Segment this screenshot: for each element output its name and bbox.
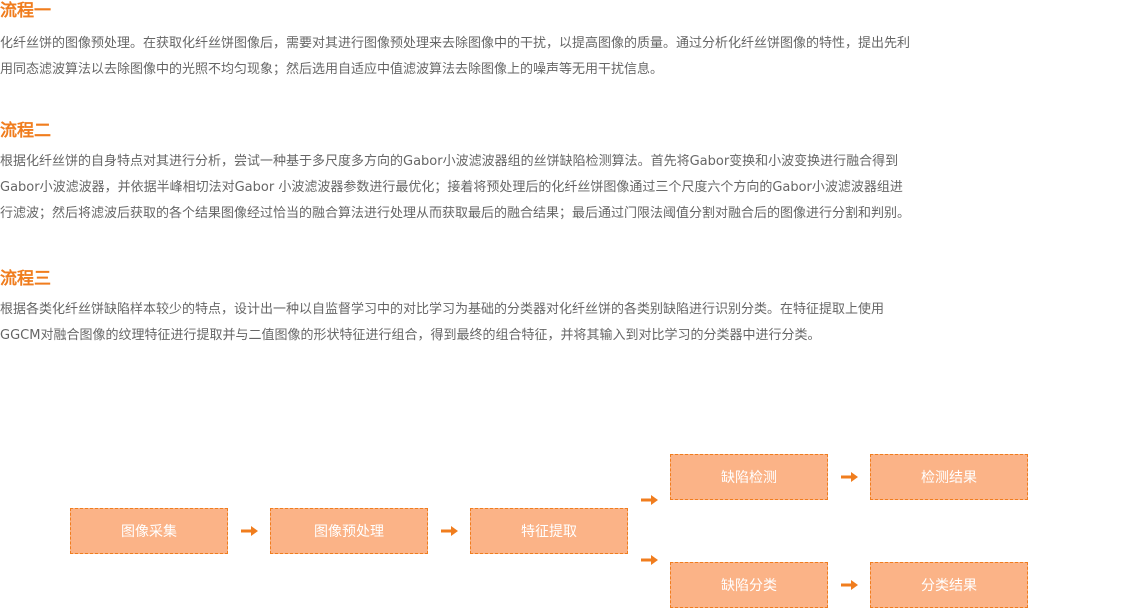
flow-step-classification-result: 分类结果 bbox=[870, 562, 1028, 608]
flow-step-detection-result: 检测结果 bbox=[870, 454, 1028, 500]
paragraph-line: 用同态滤波算法以去除图像中的光照不均匀现象；然后选用自适应中值滤波算法去除图像上… bbox=[0, 62, 664, 77]
arrow-right-icon bbox=[241, 526, 258, 536]
paragraph-line: Gabor小波滤波器，并依据半峰相切法对Gabor 小波滤波器参数进行最优化；接… bbox=[0, 180, 903, 195]
arrow-right-icon bbox=[441, 526, 458, 536]
section-paragraph: 根据各类化纤丝饼缺陷样本较少的特点，设计出一种以自监督学习中的对比学习为基础的分… bbox=[0, 297, 1121, 349]
section-paragraph: 化纤丝饼的图像预处理。在获取化纤丝饼图像后，需要对其进行图像预处理来去除图像中的… bbox=[0, 31, 1121, 83]
section-paragraph: 根据化纤丝饼的自身特点对其进行分析，尝试一种基于多尺度多方向的Gabor小波滤波… bbox=[0, 149, 1121, 227]
paragraph-line: 根据各类化纤丝饼缺陷样本较少的特点，设计出一种以自监督学习中的对比学习为基础的分… bbox=[0, 302, 885, 317]
section-title: 流程三 bbox=[0, 269, 51, 289]
paragraph-line: 根据化纤丝饼的自身特点对其进行分析，尝试一种基于多尺度多方向的Gabor小波滤波… bbox=[0, 154, 899, 169]
flow-step-defect-classification: 缺陷分类 bbox=[670, 562, 828, 608]
section-flow-1: 流程一 化纤丝饼的图像预处理。在获取化纤丝饼图像后，需要对其进行图像预处理来去除… bbox=[0, 0, 1121, 83]
flow-step-feature-extraction: 特征提取 bbox=[470, 508, 628, 554]
flow-step-image-acquisition: 图像采集 bbox=[70, 508, 228, 554]
flow-step-defect-detection: 缺陷检测 bbox=[670, 454, 828, 500]
arrow-right-icon bbox=[841, 580, 858, 590]
arrow-right-icon bbox=[841, 472, 858, 482]
paragraph-line: 行滤波；然后将滤波后获取的各个结果图像经过恰当的融合算法进行处理从而获取最后的融… bbox=[0, 206, 911, 221]
arrow-right-icon bbox=[641, 555, 658, 565]
paragraph-line: 化纤丝饼的图像预处理。在获取化纤丝饼图像后，需要对其进行图像预处理来去除图像中的… bbox=[0, 36, 911, 51]
section-flow-2: 流程二 根据化纤丝饼的自身特点对其进行分析，尝试一种基于多尺度多方向的Gabor… bbox=[0, 120, 1121, 227]
paragraph-line: GGCM对融合图像的纹理特征进行提取并与二值图像的形状特征进行组合，得到最终的组… bbox=[0, 328, 821, 343]
flow-step-preprocessing: 图像预处理 bbox=[270, 508, 428, 554]
section-title: 流程一 bbox=[0, 1, 51, 21]
arrow-right-icon bbox=[641, 495, 658, 505]
section-flow-3: 流程三 根据各类化纤丝饼缺陷样本较少的特点，设计出一种以自监督学习中的对比学习为… bbox=[0, 268, 1121, 349]
section-title: 流程二 bbox=[0, 121, 51, 141]
